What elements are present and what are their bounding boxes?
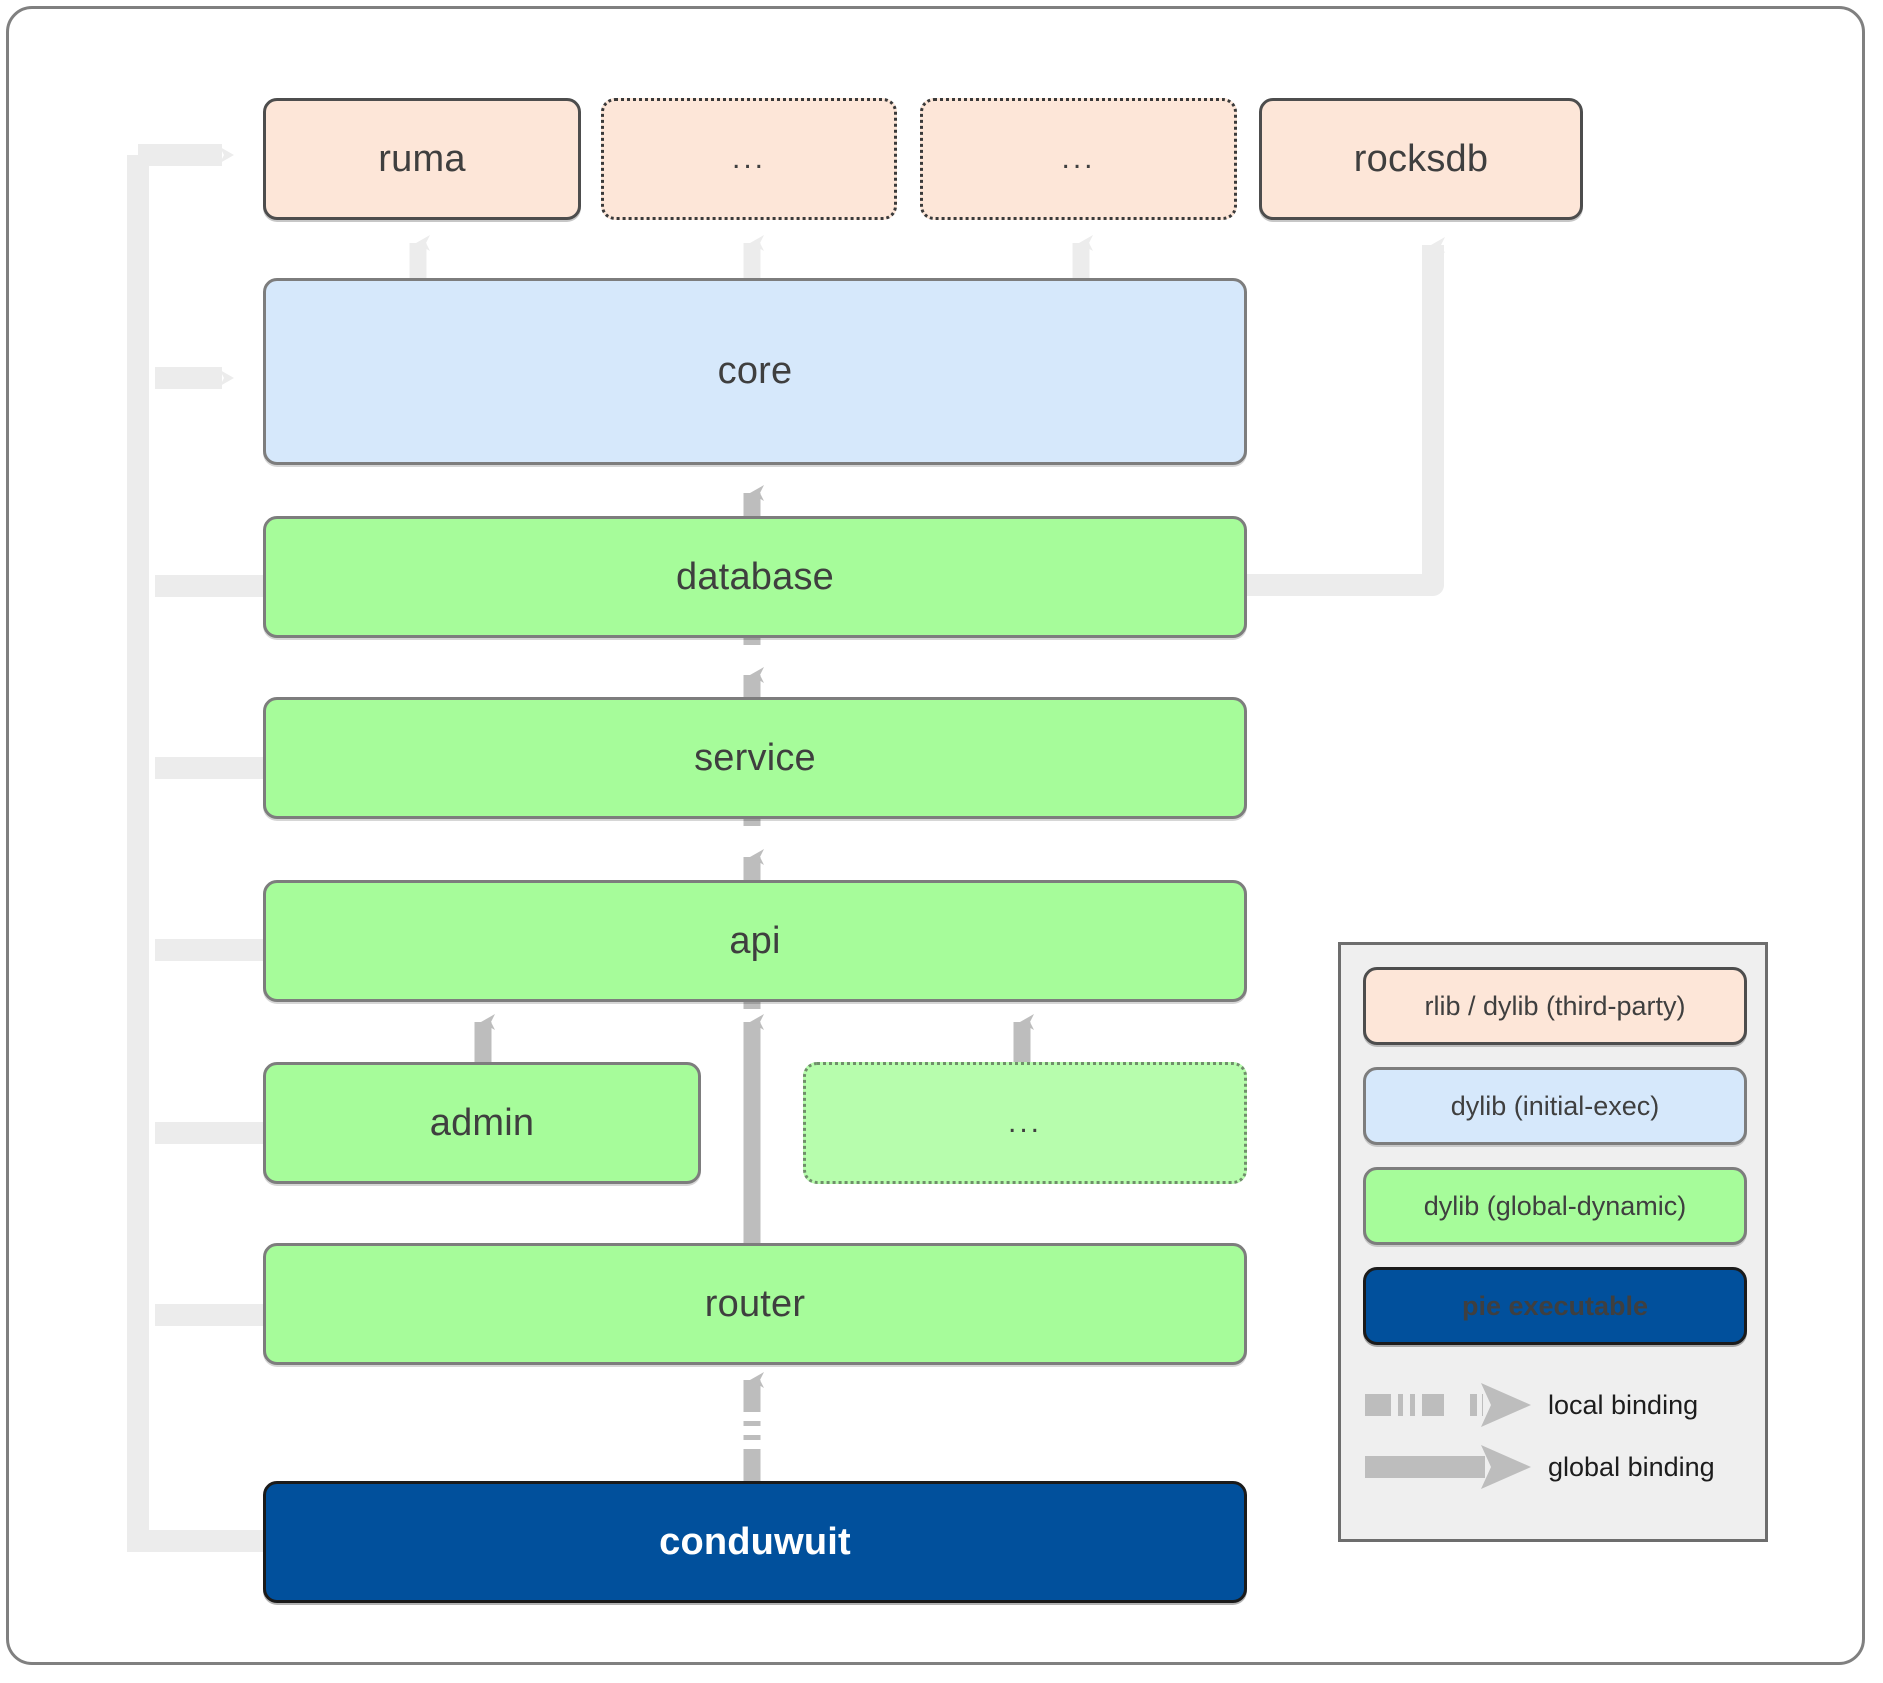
node-api-elided-label: ... — [1007, 1106, 1042, 1139]
legend-label-initial-exec: dylib (initial-exec) — [1450, 1090, 1660, 1121]
node-third-party-elided-2-label: ... — [1061, 142, 1096, 175]
node-database[interactable]: database — [263, 516, 1247, 638]
node-third-party-elided-2[interactable]: ... — [920, 98, 1237, 220]
node-api[interactable]: api — [263, 880, 1247, 1002]
legend-label-pie-executable: pie executable — [1461, 1290, 1649, 1321]
node-core[interactable]: core — [263, 278, 1247, 465]
node-third-party-elided-1-label: ... — [731, 142, 766, 175]
node-rocksdb-label: rocksdb — [1353, 137, 1489, 180]
node-ruma-label: ruma — [378, 137, 466, 180]
legend-row-local-binding: local binding — [1363, 1375, 1753, 1435]
legend-panel: rlib / dylib (third-party) dylib (initia… — [1338, 942, 1768, 1542]
node-router[interactable]: router — [263, 1243, 1247, 1365]
legend-label-global-dynamic: dylib (global-dynamic) — [1423, 1190, 1687, 1221]
node-ruma[interactable]: ruma — [263, 98, 581, 220]
node-rocksdb[interactable]: rocksdb — [1259, 98, 1583, 220]
dashed-arrow-icon — [1365, 1383, 1531, 1427]
node-third-party-elided-1[interactable]: ... — [601, 98, 897, 220]
legend-local-binding-arrow — [1363, 1377, 1538, 1433]
node-database-label: database — [676, 555, 834, 598]
node-admin-label: admin — [429, 1101, 535, 1144]
legend-label-local-binding: local binding — [1548, 1389, 1699, 1420]
legend-swatch-initial-exec: dylib (initial-exec) — [1363, 1067, 1747, 1145]
node-router-label: router — [704, 1282, 806, 1325]
solid-arrow-icon — [1365, 1445, 1531, 1489]
legend-label-global-binding: global binding — [1548, 1451, 1715, 1482]
legend-global-binding-arrow — [1363, 1439, 1538, 1495]
legend-label-third-party: rlib / dylib (third-party) — [1424, 990, 1686, 1021]
node-service[interactable]: service — [263, 697, 1247, 819]
legend-swatch-third-party: rlib / dylib (third-party) — [1363, 967, 1747, 1045]
legend-swatch-pie-executable: pie executable — [1363, 1267, 1747, 1345]
node-conduwuit-label: conduwuit — [659, 1520, 851, 1563]
legend-swatch-global-dynamic: dylib (global-dynamic) — [1363, 1167, 1747, 1245]
legend-row-global-binding: global binding — [1363, 1437, 1753, 1497]
node-core-label: core — [717, 350, 793, 392]
node-conduwuit[interactable]: conduwuit — [263, 1481, 1247, 1603]
node-api-label: api — [729, 919, 781, 962]
node-admin[interactable]: admin — [263, 1062, 701, 1184]
node-api-elided[interactable]: ... — [803, 1062, 1247, 1184]
node-service-label: service — [694, 736, 816, 779]
